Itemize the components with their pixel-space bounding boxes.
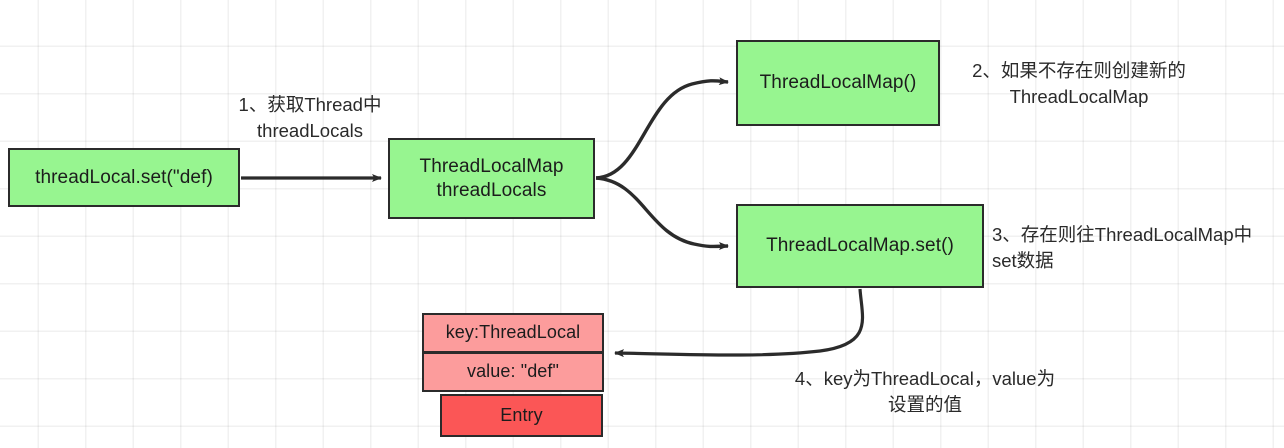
caption-step-2: 2、如果不存在则创建新的 ThreadLocalMap [972,60,1186,108]
node-entry-label[interactable]: Entry [440,394,603,437]
node-threadlocalmap-set[interactable]: ThreadLocalMap.set() [736,204,984,288]
node-threadlocalmap-threadlocals[interactable]: ThreadLocalMap threadLocals [388,138,595,219]
node-threadlocal-set[interactable]: threadLocal.set("def) [8,148,240,207]
edge-map-field-to-set [595,176,729,251]
node-threadlocalmap-constructor[interactable]: ThreadLocalMap() [736,40,940,126]
caption-step-1: 1、获取Thread中 threadLocals [238,94,382,142]
caption-step-4: 4、key为ThreadLocal，value为 设置的值 [794,368,1056,416]
node-entry-key[interactable]: key:ThreadLocal [422,313,604,353]
node-entry-value[interactable]: value: "def" [422,352,604,392]
edge-map-field-to-ctor [595,77,729,180]
caption-step-3: 3、存在则往ThreadLocalMap中 set数据 [992,224,1253,272]
edge-map-set-to-entry [614,288,865,358]
